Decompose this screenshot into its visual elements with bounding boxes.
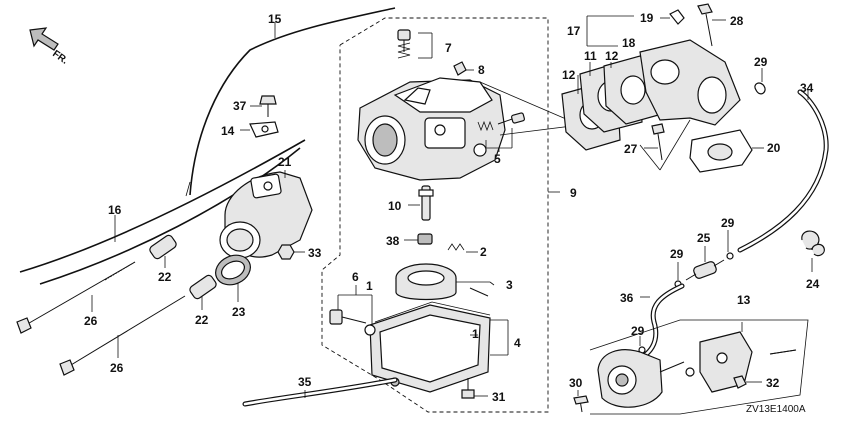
float bbox=[395, 263, 495, 301]
part-number-label: 9 bbox=[570, 186, 577, 200]
part-number-label: 38 bbox=[386, 234, 400, 248]
part-number-label: 29 bbox=[670, 247, 684, 261]
hose-clip-left bbox=[674, 262, 682, 288]
part-number-label: 18 bbox=[622, 36, 636, 50]
part-number-label: 4 bbox=[514, 336, 521, 350]
pump-seal bbox=[685, 367, 695, 377]
long-bolt-lower bbox=[59, 295, 186, 376]
front-direction-arrow-icon: FR. bbox=[29, 27, 70, 67]
part-number-label: 15 bbox=[268, 12, 282, 26]
pump-screw-30 bbox=[573, 390, 589, 413]
part-number-label: 12 bbox=[605, 49, 619, 63]
part-number-label: 35 bbox=[298, 375, 312, 389]
air-inlet-elbow bbox=[219, 170, 313, 259]
part-number-label: 22 bbox=[195, 313, 209, 327]
hex-nut bbox=[277, 244, 305, 260]
hose-clip-middle bbox=[726, 230, 734, 260]
inlet-screen-filter bbox=[215, 254, 251, 302]
pump-nut-32 bbox=[733, 375, 762, 389]
part-number-label: 21 bbox=[278, 155, 292, 169]
part-number-label: 5 bbox=[494, 152, 501, 166]
part-number-label: 30 bbox=[569, 376, 583, 390]
part-number-label: 27 bbox=[624, 142, 638, 156]
spacer-collar-upper bbox=[149, 234, 177, 268]
part-number-label: 1 bbox=[472, 327, 479, 341]
pump-bracket-outline bbox=[589, 319, 809, 415]
part-number-label: 17 bbox=[567, 24, 581, 38]
part-number-label: 23 bbox=[232, 305, 246, 319]
part-number-label: 7 bbox=[445, 41, 452, 55]
cable-clip bbox=[240, 121, 279, 138]
part-number-label: 34 bbox=[800, 81, 814, 95]
part-number-label: 11 bbox=[584, 49, 597, 63]
part-number-label: 29 bbox=[631, 324, 645, 338]
part-number-label: 32 bbox=[766, 376, 780, 390]
idle-adjust-screw-set bbox=[477, 112, 525, 152]
part-number-label: 13 bbox=[737, 293, 751, 307]
drain-screw-set bbox=[329, 285, 376, 336]
stud-bolt-28 bbox=[697, 3, 726, 47]
part-number-label: 20 bbox=[767, 141, 781, 155]
spacer-collar-lower bbox=[189, 274, 217, 310]
float-chamber-gasket bbox=[374, 301, 491, 336]
part-number-label: 37 bbox=[233, 99, 247, 113]
chamber-bracket-lines bbox=[490, 319, 509, 356]
bolt-19 bbox=[660, 9, 685, 25]
main-jet bbox=[404, 233, 433, 245]
fuel-filter bbox=[685, 246, 725, 281]
hose-clip-lower bbox=[638, 336, 646, 354]
flange-bolt bbox=[250, 95, 277, 117]
throttle-stop-screw bbox=[453, 61, 474, 76]
manifold-bolt-27 bbox=[644, 123, 665, 161]
intake-manifold bbox=[639, 39, 741, 126]
carburetor-body bbox=[357, 77, 506, 181]
part-number-label: 12 bbox=[562, 68, 576, 82]
manifold-gasket bbox=[689, 129, 764, 173]
part-number-label: 6 bbox=[352, 270, 359, 284]
hose-clip-upper bbox=[754, 68, 766, 95]
diagram-code: ZV13E1400A bbox=[746, 404, 806, 415]
chamber-bolt bbox=[461, 378, 488, 399]
choke-cable bbox=[19, 139, 306, 285]
front-direction-label: FR. bbox=[50, 48, 70, 66]
part-number-label: 14 bbox=[221, 124, 235, 138]
part-number-label: 26 bbox=[84, 314, 98, 328]
bracket-17-18 bbox=[586, 15, 634, 47]
part-number-label: 24 bbox=[806, 277, 820, 291]
tube-clamp bbox=[801, 230, 825, 272]
fuel-tube-34 bbox=[737, 89, 829, 253]
main-nozzle bbox=[408, 185, 434, 221]
part-number-label: 19 bbox=[640, 11, 654, 25]
part-number-label: 26 bbox=[110, 361, 124, 375]
long-bolt-upper bbox=[16, 261, 136, 334]
pilot-screw-set bbox=[397, 29, 433, 59]
carburetor-assembly-outline bbox=[321, 17, 549, 413]
part-number-label: 10 bbox=[388, 199, 402, 213]
fuel-pump bbox=[597, 349, 685, 408]
part-number-label: 3 bbox=[506, 278, 513, 292]
float-spring-clip bbox=[447, 243, 478, 253]
part-number-label: 36 bbox=[620, 291, 634, 305]
part-number-label: 25 bbox=[697, 231, 711, 245]
svg-text:1: 1 bbox=[366, 279, 373, 293]
throttle-cable bbox=[185, 7, 396, 197]
part-number-label: 8 bbox=[478, 63, 485, 77]
part-number-label: 28 bbox=[730, 14, 744, 28]
part-number-label: 16 bbox=[108, 203, 122, 217]
part-number-label: 22 bbox=[158, 270, 172, 284]
part-number-label: 33 bbox=[308, 246, 322, 260]
part-number-label: 29 bbox=[721, 216, 735, 230]
part-number-label: 29 bbox=[754, 55, 768, 69]
part-number-label: 31 bbox=[492, 390, 506, 404]
drain-tube bbox=[242, 377, 398, 407]
pump-link-pin bbox=[769, 349, 797, 355]
part-number-label: 2 bbox=[480, 245, 487, 259]
